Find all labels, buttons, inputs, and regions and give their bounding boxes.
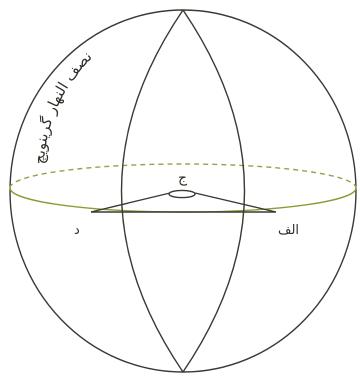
center-marker [168,189,196,199]
line-center-to-right [194,192,277,213]
line-left-to-center [90,192,171,213]
meridian-right [182,9,246,373]
point-left-label: د [74,223,80,238]
meridian-left [120,9,184,373]
point-right-label: الف [278,223,299,238]
meridian-label: نصف النهار گرینویچ [30,47,95,164]
point-center-label: ج [178,170,188,186]
equator-front [9,187,357,213]
